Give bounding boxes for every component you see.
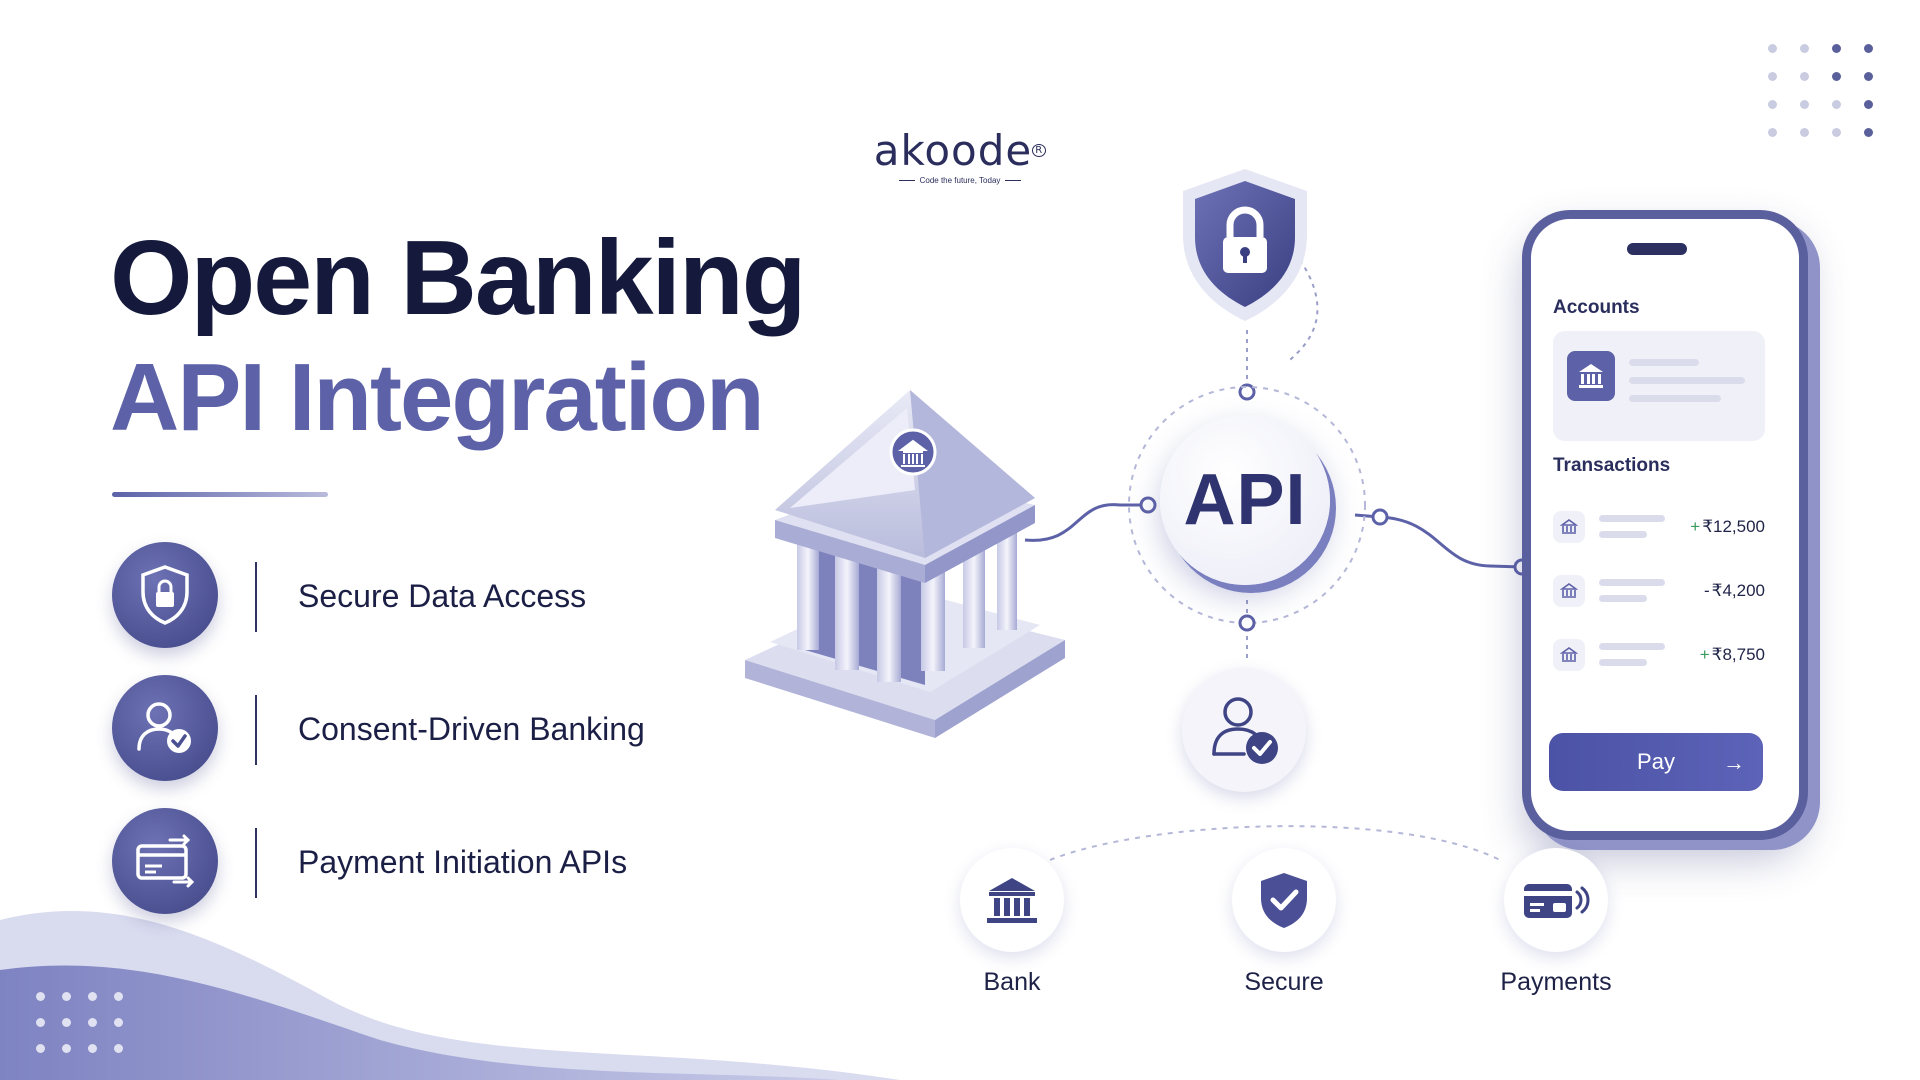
amount-value: ₹4,200 xyxy=(1711,581,1765,600)
page-title-line-2: API Integration xyxy=(110,344,765,451)
placeholder-line xyxy=(1599,531,1647,538)
placeholder-line xyxy=(1599,515,1665,522)
placeholder-line xyxy=(1599,659,1647,666)
feature-secure-data-access: Secure Data Access xyxy=(112,542,752,650)
feature-divider xyxy=(255,828,257,898)
pay-button-label: Pay xyxy=(1637,749,1675,774)
feature-consent-driven-banking: Consent-Driven Banking xyxy=(112,675,752,783)
decorative-wave xyxy=(0,911,900,1080)
placeholder-line xyxy=(1629,395,1721,402)
bottom-item-bank xyxy=(960,848,1064,952)
bottom-label-secure: Secure xyxy=(1244,968,1324,996)
page-title-line-1: Open Banking xyxy=(110,219,807,337)
account-card[interactable] xyxy=(1553,331,1765,441)
feature-label: Secure Data Access xyxy=(298,578,587,614)
transaction-row[interactable]: +₹8,750 xyxy=(1553,633,1765,683)
bank-icon xyxy=(1553,639,1585,671)
dot-grid-bottom-left xyxy=(36,992,123,1053)
bottom-label-bank: Bank xyxy=(983,968,1041,996)
user-check-icon xyxy=(112,675,218,781)
brand-tagline: Code the future, Today xyxy=(870,176,1050,185)
placeholder-line xyxy=(1629,377,1745,384)
accounts-heading: Accounts xyxy=(1553,297,1640,318)
shield-check-icon xyxy=(1232,848,1336,952)
amount-sign: + xyxy=(1699,645,1710,664)
feature-label: Payment Initiation APIs xyxy=(298,844,628,880)
bottom-label-payments: Payments xyxy=(1500,968,1612,996)
pay-button[interactable]: Pay → xyxy=(1549,733,1763,791)
bottom-item-payments xyxy=(1504,848,1608,952)
shield-lock-icon xyxy=(1175,165,1315,325)
title-underline xyxy=(112,492,328,497)
bank-icon xyxy=(1553,511,1585,543)
bank-icon xyxy=(960,848,1064,952)
transactions-heading: Transactions xyxy=(1553,455,1671,476)
bottom-item-secure xyxy=(1232,848,1336,952)
api-label: API xyxy=(1183,460,1307,540)
transaction-row[interactable]: +₹12,500 xyxy=(1553,505,1765,555)
transaction-row[interactable]: -₹4,200 xyxy=(1553,569,1765,619)
placeholder-line xyxy=(1599,643,1665,650)
amount-value: ₹12,500 xyxy=(1702,517,1765,536)
placeholder-line xyxy=(1629,359,1699,366)
amount-sign: - xyxy=(1703,581,1710,600)
feature-divider xyxy=(255,695,257,765)
bank-icon xyxy=(1553,575,1585,607)
transaction-amount: +₹12,500 xyxy=(1690,517,1765,537)
phone-notch xyxy=(1627,243,1687,255)
placeholder-line xyxy=(1599,595,1647,602)
arrow-right-icon: → xyxy=(1723,750,1745,775)
shield-lock-icon xyxy=(112,542,218,648)
card-transfer-icon xyxy=(112,808,218,914)
placeholder-line xyxy=(1599,579,1665,586)
registered-mark: R xyxy=(1032,144,1047,157)
bank-building-illustration xyxy=(745,390,1065,738)
dot-grid-top-right xyxy=(1768,44,1873,137)
card-payment-icon xyxy=(1504,848,1608,952)
transaction-amount: -₹4,200 xyxy=(1704,581,1765,601)
feature-payment-initiation-apis: Payment Initiation APIs xyxy=(112,808,752,916)
feature-divider xyxy=(255,562,257,632)
user-consent-node xyxy=(1182,668,1306,792)
amount-sign: + xyxy=(1690,517,1701,536)
transaction-amount: +₹8,750 xyxy=(1700,645,1765,665)
amount-value: ₹8,750 xyxy=(1711,645,1765,664)
brand-name: akoode xyxy=(873,126,1033,175)
user-check-icon xyxy=(1212,697,1278,764)
feature-label: Consent-Driven Banking xyxy=(298,711,645,747)
api-hub: API xyxy=(1160,415,1330,585)
phone-mockup: Accounts Transactions +₹12,500 -₹4,200 xyxy=(1522,210,1808,840)
bank-icon xyxy=(1567,351,1615,401)
